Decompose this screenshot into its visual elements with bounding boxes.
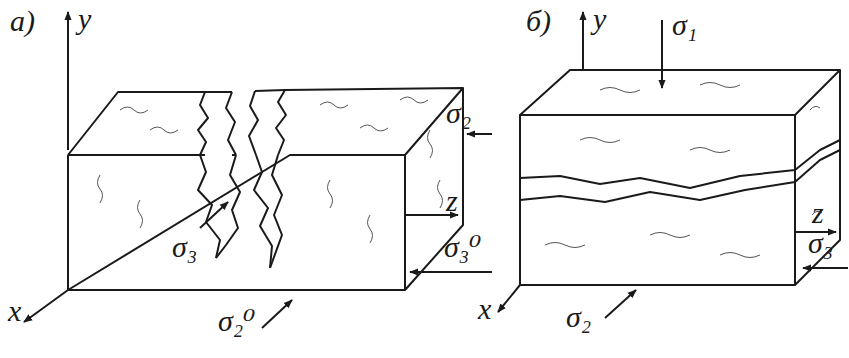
- block-front: [68, 155, 405, 290]
- crack: [520, 140, 840, 188]
- crack: [198, 92, 208, 155]
- stress-arrow: [467, 133, 492, 135]
- block-top-right: [520, 70, 840, 285]
- crack: [270, 155, 282, 268]
- stress-arrow: [803, 267, 848, 269]
- axis-stress-label: y: [593, 4, 606, 34]
- crack: [254, 155, 272, 268]
- axis-stress-label: y: [78, 4, 91, 34]
- axis-stress-label: z: [812, 198, 824, 228]
- axis-stress-label: x: [478, 294, 491, 324]
- axis-y: [67, 12, 69, 150]
- axis-stress-label: x: [8, 296, 21, 326]
- stress-arrow: [410, 271, 492, 273]
- block-front: [520, 115, 795, 285]
- crack: [249, 91, 258, 155]
- axis-stress-label: σ₃: [808, 228, 833, 258]
- stress-arrow: [262, 300, 292, 328]
- crack: [276, 90, 286, 155]
- axis-stress-label: σ₃: [172, 232, 197, 262]
- stress-arrow: [661, 20, 663, 88]
- axis-stress-label: σ₃⁰: [444, 232, 481, 262]
- axis-stress-label: z: [446, 186, 458, 216]
- axis-stress-label: σ₂: [566, 302, 591, 332]
- axis-x: [498, 285, 520, 312]
- crack: [520, 150, 840, 202]
- axis-stress-label: σ₁: [672, 10, 697, 40]
- axis-stress-label: σ₂⁰: [218, 306, 255, 336]
- axis-stress-label: б): [526, 6, 551, 36]
- axis-stress-label: а): [10, 6, 35, 36]
- stress-arrow: [605, 290, 636, 318]
- crack: [216, 155, 240, 258]
- block-top-right: [68, 88, 463, 290]
- crack: [198, 155, 220, 258]
- stress-arrow: [200, 202, 228, 228]
- axis-stress-label: σ₂: [446, 98, 471, 128]
- crack: [226, 92, 236, 155]
- axis-y: [582, 12, 584, 70]
- axis-x: [24, 290, 68, 322]
